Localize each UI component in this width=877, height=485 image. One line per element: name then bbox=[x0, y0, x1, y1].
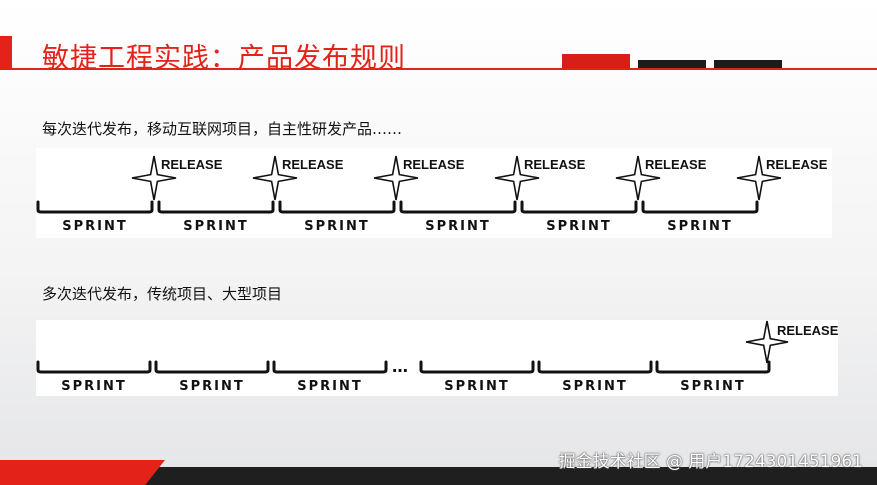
release-star-icon bbox=[494, 155, 540, 201]
release-label: RELEASE bbox=[645, 157, 707, 172]
sprint-label: SPRINT bbox=[425, 219, 491, 234]
release-star-icon bbox=[745, 320, 789, 364]
release-label: RELEASE bbox=[282, 157, 344, 172]
header-decor-dark-bar bbox=[714, 60, 782, 68]
sprint-label: SPRINT bbox=[179, 379, 245, 394]
footer-red-accent bbox=[0, 460, 165, 485]
sprint-label: SPRINT bbox=[546, 219, 612, 234]
footer-bar bbox=[0, 467, 877, 485]
sprint-bracket bbox=[272, 360, 388, 374]
sprint-label: SPRINT bbox=[62, 219, 128, 234]
release-star-icon bbox=[131, 155, 177, 201]
title-underline bbox=[0, 68, 877, 70]
release-star-icon bbox=[252, 155, 298, 201]
sprint-bracket bbox=[278, 200, 396, 214]
release-label: RELEASE bbox=[777, 323, 839, 338]
ellipsis: … bbox=[392, 357, 408, 376]
release-label: RELEASE bbox=[403, 157, 465, 172]
sprint-bracket bbox=[157, 200, 275, 214]
release-diagram-multi-sprint: SPRINT SPRINT SPRINT SPRINT SPRINT SPRINT … REL… bbox=[36, 320, 839, 396]
sprint-label: SPRINT bbox=[444, 379, 510, 394]
sprint-label: SPRINT bbox=[680, 379, 746, 394]
release-diagram-every-sprint: SPRINT SPRINT SPRINT SPRINT SPRINT SPRINT RELE… bbox=[36, 148, 832, 238]
title-accent-block bbox=[0, 36, 12, 70]
sprint-timeline: SPRINT SPRINT SPRINT SPRINT SPRINT SPRINT RELE… bbox=[36, 155, 828, 234]
sprint-bracket bbox=[36, 360, 152, 374]
release-label: RELEASE bbox=[766, 157, 828, 172]
release-label: RELEASE bbox=[524, 157, 586, 172]
sprint-label: SPRINT bbox=[183, 219, 249, 234]
sprint-bracket bbox=[154, 360, 270, 374]
sprint-label: SPRINT bbox=[297, 379, 363, 394]
sprint-timeline: SPRINT SPRINT SPRINT SPRINT SPRINT SPRINT … REL… bbox=[36, 320, 839, 394]
sprint-label: SPRINT bbox=[61, 379, 127, 394]
header-decor-red-bar bbox=[562, 54, 630, 68]
sprint-label: SPRINT bbox=[667, 219, 733, 234]
release-star-icon bbox=[736, 155, 782, 201]
watermark: 掘金技术社区 @ 用户1724301451961 bbox=[558, 452, 863, 472]
sprint-bracket bbox=[641, 200, 759, 214]
sprint-bracket bbox=[537, 360, 653, 374]
sprint-label: SPRINT bbox=[562, 379, 628, 394]
release-label: RELEASE bbox=[161, 157, 223, 172]
sprint-label: SPRINT bbox=[304, 219, 370, 234]
release-star-icon bbox=[615, 155, 661, 201]
release-star-icon bbox=[373, 155, 419, 201]
section1-caption: 每次迭代发布，移动互联网项目，自主性研发产品…… bbox=[42, 120, 403, 138]
sprint-bracket bbox=[520, 200, 638, 214]
sprint-bracket bbox=[36, 200, 154, 214]
sprint-bracket bbox=[655, 360, 771, 374]
header-decor-dark-bar bbox=[638, 60, 706, 68]
sprint-bracket bbox=[399, 200, 517, 214]
sprint-bracket bbox=[419, 360, 535, 374]
section2-caption: 多次迭代发布，传统项目、大型项目 bbox=[42, 285, 283, 303]
